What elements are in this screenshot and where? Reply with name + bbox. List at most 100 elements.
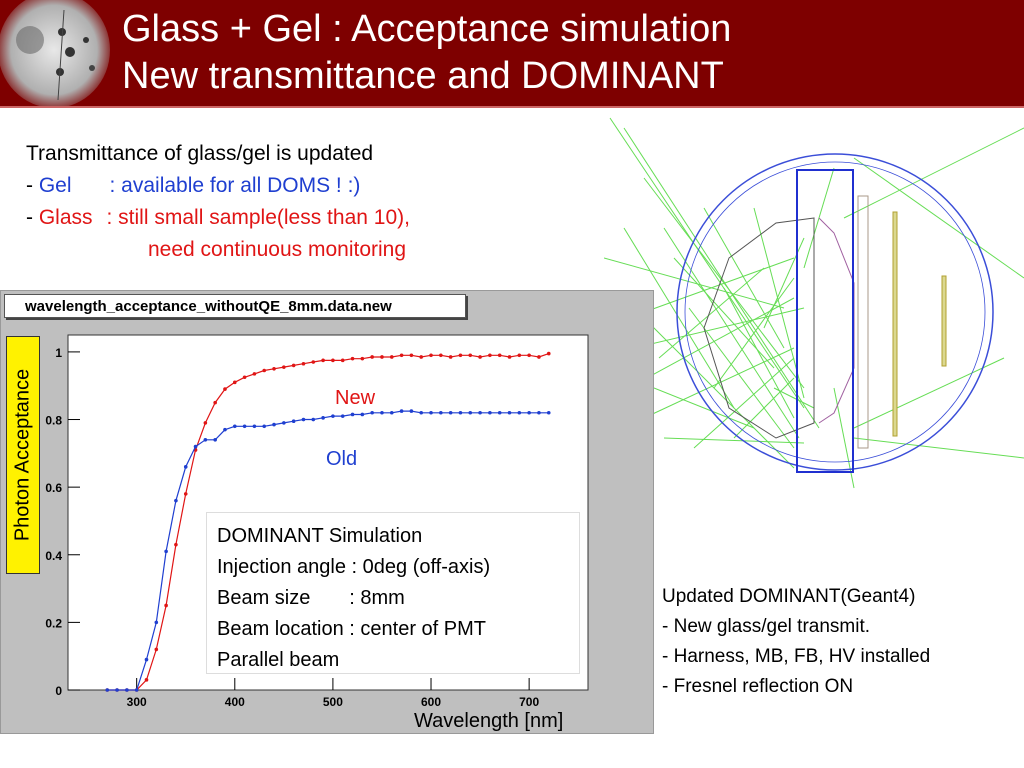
info-line-1: DOMINANT Simulation (217, 525, 423, 547)
data-point-new (537, 355, 541, 359)
data-point-new (409, 353, 414, 358)
data-point-old (497, 410, 502, 415)
data-point-old (546, 410, 551, 415)
data-point-old (301, 417, 306, 422)
dominant-geometry-diagram (604, 117, 1024, 489)
data-point-old (370, 410, 374, 415)
data-point-new (311, 360, 316, 364)
data-point-new (291, 363, 296, 368)
data-point-old (389, 410, 394, 415)
data-point-old (350, 412, 355, 417)
bullet-dash: - (26, 174, 39, 197)
data-point-old (252, 424, 257, 429)
data-point-old (380, 410, 384, 415)
glass-gel-outline (818, 217, 855, 424)
data-point-old (174, 498, 178, 503)
notes-line-4: - Fresnel reflection ON (662, 676, 854, 697)
data-point-old (517, 410, 522, 415)
x-tick-label: 700 (519, 695, 539, 709)
data-point-old (399, 409, 404, 413)
data-point-old (439, 410, 443, 415)
data-point-new (232, 380, 237, 385)
y-tick-label: 0 (55, 684, 62, 698)
gel-text: : available for all DOMS ! :) (109, 174, 361, 197)
data-point-old (193, 444, 198, 449)
data-point-old (468, 410, 473, 415)
data-point-old (291, 419, 296, 424)
y-tick-label: 0.2 (45, 616, 62, 630)
y-tick-label: 0.8 (45, 414, 62, 428)
data-point-new (144, 678, 149, 682)
data-point-new (497, 353, 502, 358)
update-notes: Updated DOMINANT(Geant4) - New glass/gel… (662, 582, 930, 702)
slide-title: Glass + Gel : Acceptance simulation New … (122, 6, 731, 100)
series-label-old: Old (326, 448, 357, 470)
x-tick-label: 400 (225, 695, 245, 709)
data-point-old (331, 414, 335, 418)
data-point-new (242, 375, 247, 380)
data-point-old (360, 412, 365, 417)
data-point-old (340, 414, 345, 418)
data-point-new (174, 542, 178, 547)
data-point-new (321, 358, 325, 363)
y-tick-label: 0.6 (45, 481, 62, 495)
info-line-3: Beam size : 8mm (217, 587, 405, 609)
data-point-old (458, 410, 463, 415)
pressure-sphere (676, 153, 994, 471)
flasher-board-rect (892, 211, 898, 437)
info-line-5: Parallel beam (217, 649, 340, 671)
nebula-logo-icon (0, 0, 110, 106)
slide-header: Glass + Gel : Acceptance simulation New … (0, 0, 1024, 106)
data-point-new (546, 351, 551, 356)
data-point-old (311, 417, 316, 422)
data-point-old (115, 688, 119, 692)
data-point-new (370, 355, 374, 359)
data-point-old (409, 409, 414, 413)
data-point-old (134, 688, 139, 692)
hv-board-rect (941, 275, 947, 367)
data-point-new (468, 353, 473, 358)
bullet-dash: - (26, 206, 39, 229)
y-axis-label: Photon Acceptance (11, 368, 34, 542)
data-point-old (537, 410, 541, 415)
simulation-info-box: DOMINANT Simulation Injection angle : 0d… (206, 512, 580, 674)
data-point-old (183, 465, 188, 469)
series-line-old (107, 410, 549, 691)
data-point-old (419, 410, 424, 415)
data-point-old (203, 438, 208, 442)
info-line-4: Beam location : center of PMT (217, 618, 487, 640)
data-point-old (213, 438, 217, 442)
mainboard-rect (857, 195, 869, 449)
data-point-new (223, 387, 227, 391)
data-point-new (262, 368, 267, 373)
glass-text: : still small sample(less than 10), (106, 206, 410, 229)
data-point-new (517, 353, 522, 358)
y-axis-label-box: Photon Acceptance (6, 336, 40, 574)
data-point-new (272, 367, 276, 371)
x-tick-label: 300 (127, 695, 147, 709)
harness-rect (796, 169, 854, 473)
data-point-new (301, 361, 306, 366)
series-line-new (107, 353, 549, 691)
data-point-new (399, 353, 404, 358)
data-point-new (203, 421, 208, 425)
data-point-new (527, 353, 531, 358)
data-point-old (154, 620, 159, 625)
data-point-new (252, 372, 257, 376)
glass-text-continued: need continuous monitoring (148, 238, 407, 261)
notes-line-3: - Harness, MB, FB, HV installed (662, 646, 931, 667)
header-divider (0, 106, 1024, 108)
data-point-new (340, 358, 345, 363)
info-line-2: Injection angle : 0deg (off-axis) (217, 556, 491, 578)
intro-glass-line: - Glass: still small sample(less than 10… (26, 202, 410, 234)
data-point-new (389, 355, 394, 359)
data-point-old (448, 410, 453, 415)
data-point-old (125, 688, 129, 692)
data-point-old (272, 422, 276, 427)
data-point-new (429, 353, 433, 358)
data-point-old (488, 410, 492, 415)
x-axis-label: Wavelength [nm] (414, 710, 564, 732)
data-point-new (507, 355, 512, 359)
data-point-old (282, 421, 286, 425)
